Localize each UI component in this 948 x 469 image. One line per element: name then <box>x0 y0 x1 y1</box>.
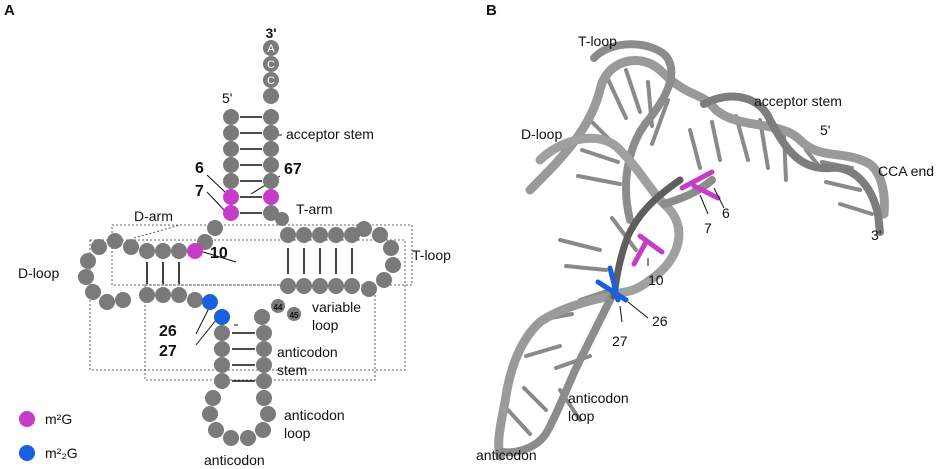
trna-3d-ribbon <box>494 40 889 461</box>
b-d-loop-label: D-loop <box>521 126 562 142</box>
t-loop-backbone <box>590 40 676 224</box>
modified-bases <box>187 189 279 325</box>
a-anticodon-stem-label-2: stem <box>277 362 307 378</box>
b-pos-7: 7 <box>704 220 712 236</box>
acc-letter-a: A <box>267 43 275 55</box>
a-pos-26: 26 <box>159 323 177 340</box>
acc-letters: A C C <box>267 43 275 87</box>
b-anticodon-label: anticodon <box>476 447 537 463</box>
b-three-prime: 3' <box>871 227 881 243</box>
b-callout-lines <box>619 187 725 323</box>
a-anticodon-loop-label-1: anticodon <box>284 407 345 423</box>
b-t-loop-label: T-loop <box>578 33 617 49</box>
a-anticodon-label: anticodon <box>204 452 265 468</box>
d-stem-backbone <box>660 176 716 208</box>
a-t-arm-label: T-arm <box>296 201 333 217</box>
a-variable-label: variable <box>312 299 361 315</box>
anticodon-backbone-left <box>494 291 617 461</box>
acceptor-backbone <box>700 92 884 236</box>
b-five-prime: 5' <box>820 122 830 138</box>
b-cca-end-label: CCA end <box>878 163 934 179</box>
b-m2g-sticks <box>631 169 721 267</box>
a-pos-6: 6 <box>195 160 204 177</box>
nucleotides <box>78 40 401 446</box>
a-variable-loop-label: loop <box>312 317 339 333</box>
legend-m22g-label: m²₂G <box>45 445 78 461</box>
legend-m22g-swatch <box>19 445 35 461</box>
m22g-pos-27 <box>214 309 230 325</box>
acc-circle-a <box>263 40 279 56</box>
b-pos-10: 10 <box>648 272 664 288</box>
a-anticodon-stem-label-1: anticodon <box>277 344 338 360</box>
a-d-arm-label: D-arm <box>134 208 173 224</box>
a-anticodon-loop-label-2: loop <box>284 425 311 441</box>
a-acceptor-stem-label: acceptor stem <box>286 126 374 142</box>
a-five-prime: 5' <box>222 90 232 106</box>
acc-letter-c1: C <box>267 59 275 71</box>
legend: m²G m²₂G <box>19 411 78 461</box>
panel-a-letter: A <box>4 2 15 19</box>
a-num-45: 45 <box>290 311 299 320</box>
m2g-pos-67 <box>263 189 279 205</box>
m22g-pos-26 <box>202 294 218 310</box>
a-pos-10: 10 <box>210 245 228 262</box>
a-pos-7: 7 <box>195 183 204 200</box>
base-sticks <box>506 68 874 436</box>
acc-circle-c1 <box>263 56 279 72</box>
b-pos-6: 6 <box>722 205 730 221</box>
core-backbone <box>610 176 684 300</box>
panel-b-letter: B <box>486 2 497 19</box>
m2g-pos-6 <box>223 189 239 205</box>
acc-circle-c2 <box>263 72 279 88</box>
a-t-loop-label: T-loop <box>412 247 451 263</box>
base-pair-bars <box>146 116 353 382</box>
a-pos-27: 27 <box>159 343 177 360</box>
b-anticodon-loop-label-1: anticodon <box>568 390 629 406</box>
b-anticodon-loop-label-2: loop <box>568 408 595 424</box>
a-num-44: 44 <box>274 303 283 312</box>
a-pos-67: 67 <box>284 161 302 178</box>
anticodon-backbone-right <box>498 292 616 457</box>
b-pos-26: 26 <box>652 313 668 329</box>
legend-m2g-label: m²G <box>45 411 72 427</box>
a-d-loop-label: D-loop <box>18 265 59 281</box>
a-three-prime: 3' <box>265 25 276 41</box>
legend-m2g-swatch <box>19 411 35 427</box>
m2g-pos-7 <box>223 205 239 221</box>
acc-letter-c2: C <box>267 75 275 87</box>
m2g-pos-10 <box>187 243 203 259</box>
b-pos-27: 27 <box>612 333 628 349</box>
b-acceptor-stem-label: acceptor stem <box>754 93 842 109</box>
b-m22g-sticks <box>595 265 629 303</box>
